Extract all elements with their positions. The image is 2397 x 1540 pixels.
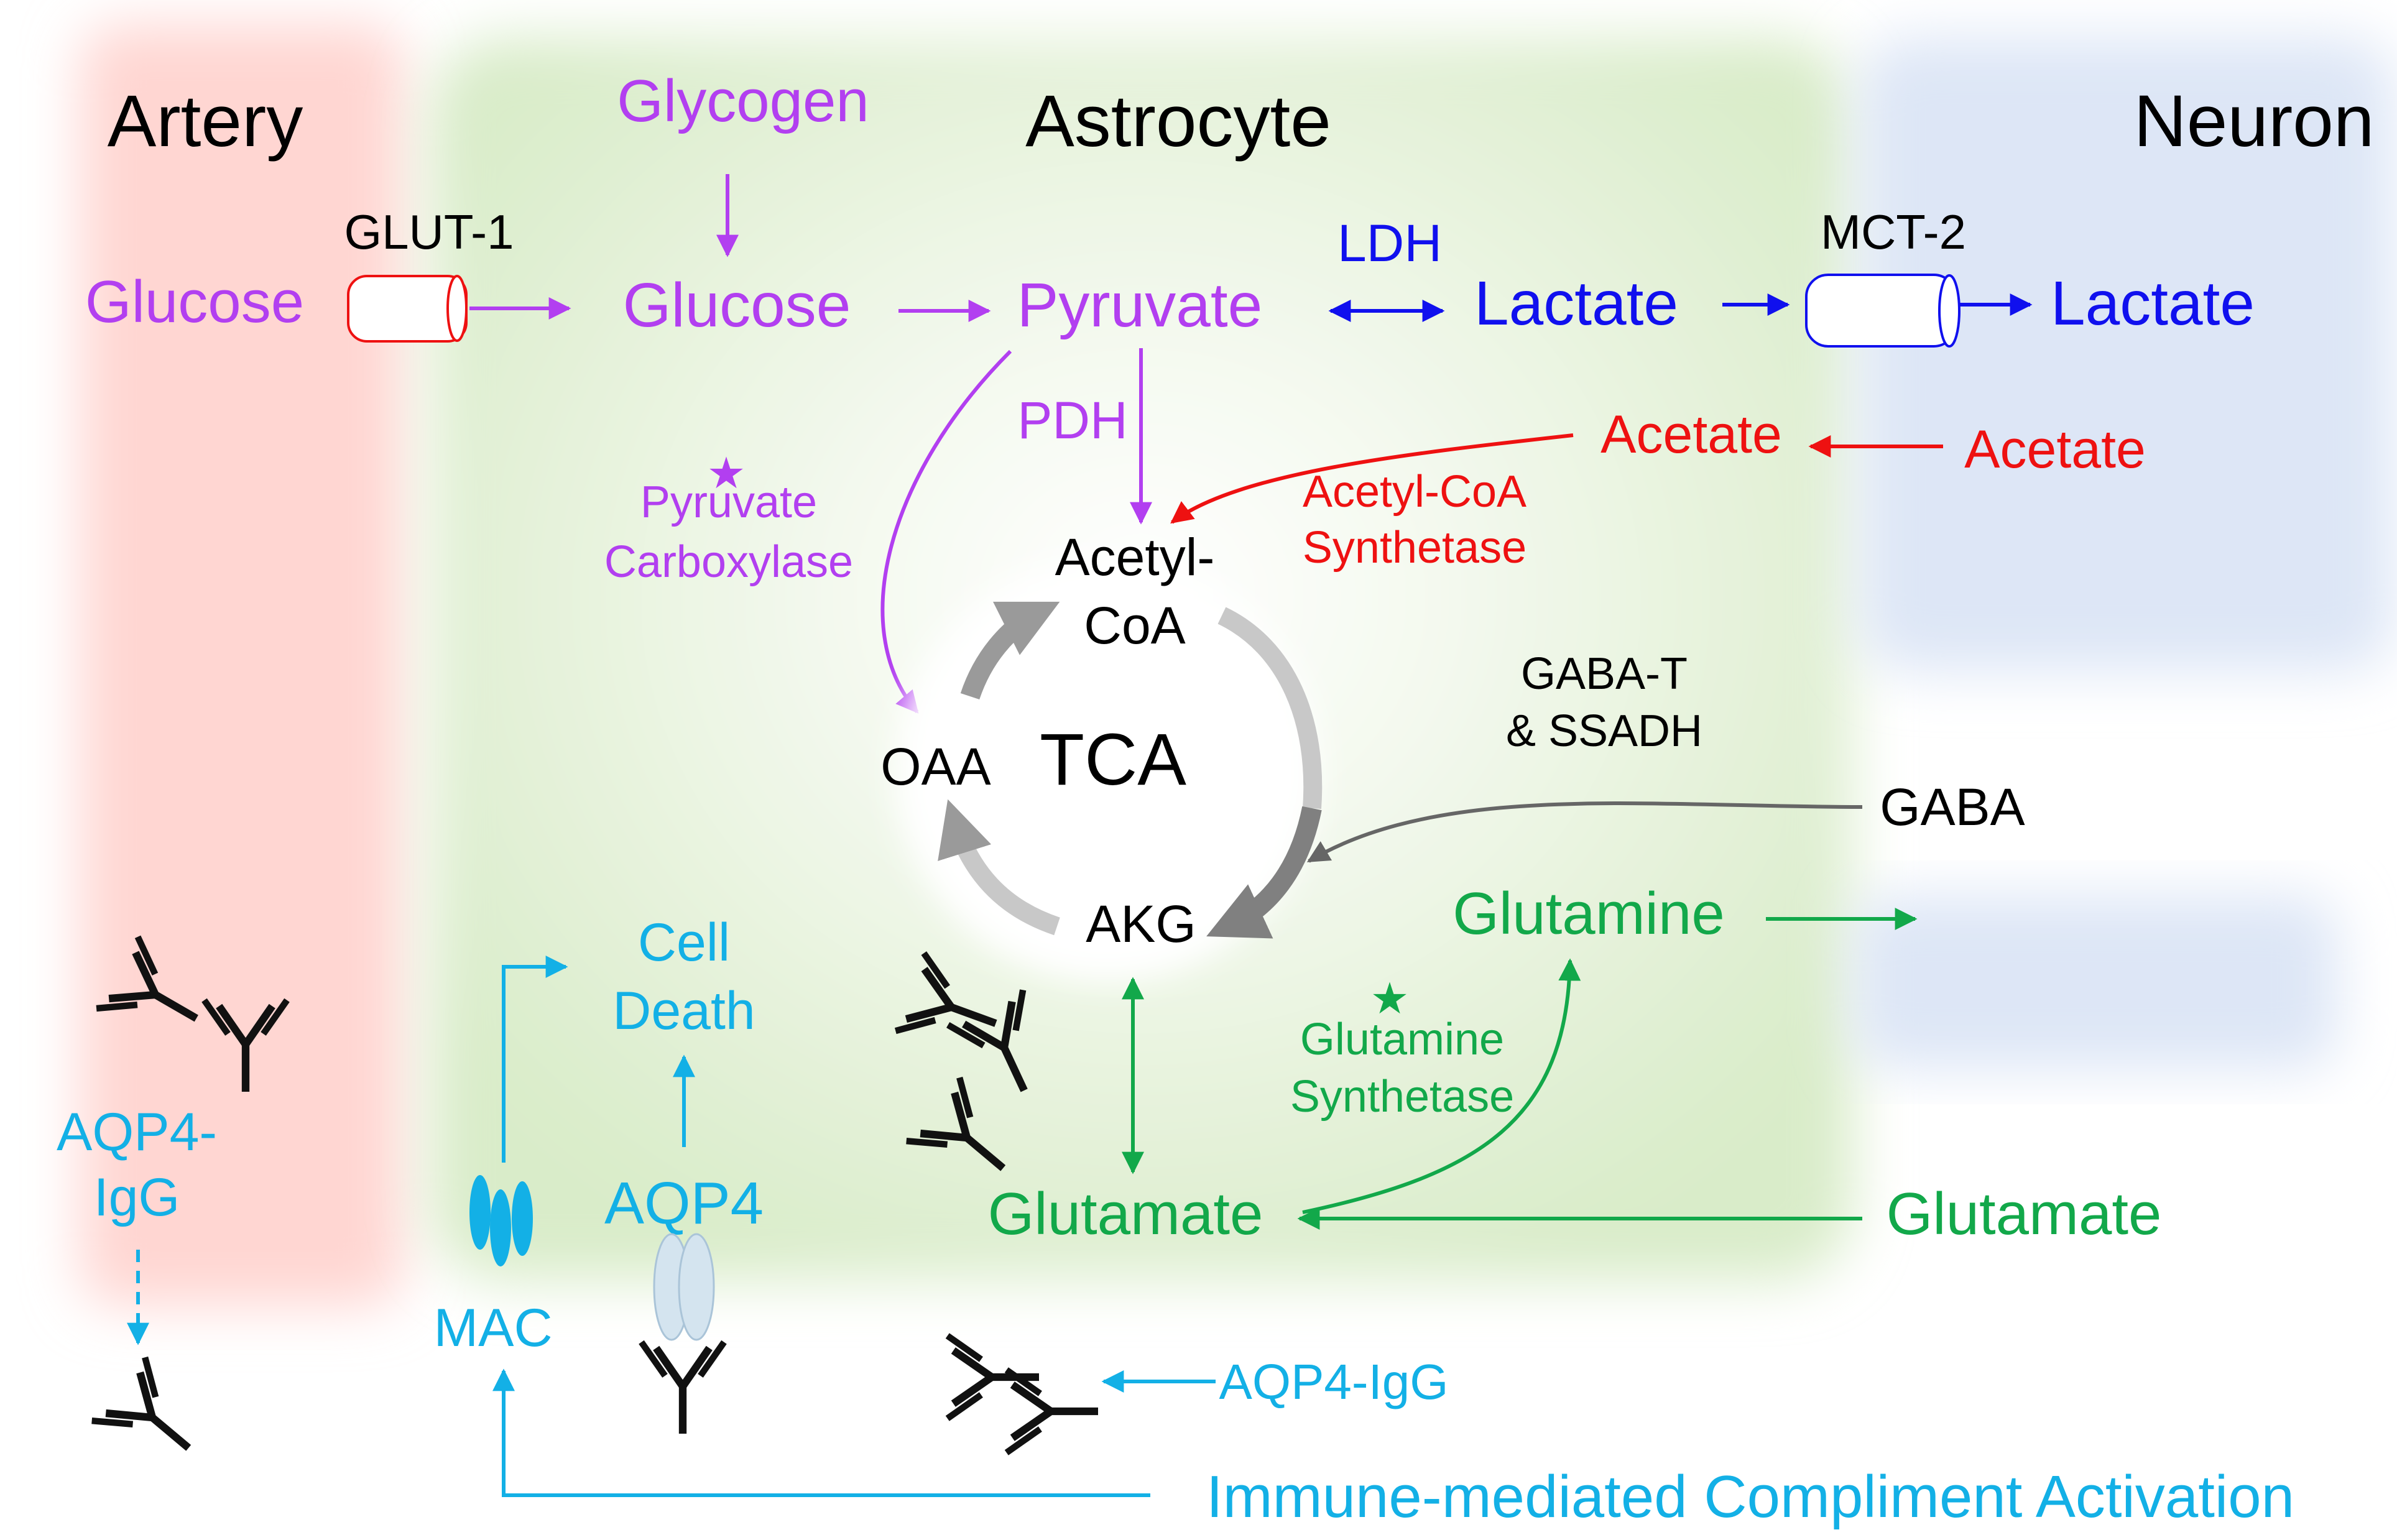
tca-arrow-acetylcoa-right xyxy=(1217,607,1323,809)
glutamine-synthetase-line2: Synthetase xyxy=(1290,1072,1514,1122)
pyruvate-label: Pyruvate xyxy=(1017,270,1263,340)
neuron-title: Neuron xyxy=(2133,80,2374,162)
tca-arrow-oaa-to-acetylcoa xyxy=(960,601,1060,700)
glutamate-neuron-label: Glutamate xyxy=(1887,1181,2162,1247)
aqp4-igg-label: AQP4-IgG xyxy=(1219,1354,1448,1409)
complement-activation-arrow xyxy=(492,1368,1150,1497)
mct2-transporter xyxy=(1805,274,1961,348)
artery-region xyxy=(81,25,404,1306)
mct2-label: MCT-2 xyxy=(1821,205,1966,259)
neuron-region-bottom xyxy=(1853,895,2338,1069)
cell-death-line1: Cell xyxy=(638,913,730,972)
pyruvate-carboxylase-star: ★ xyxy=(707,449,746,497)
acetate-astrocyte-label: Acetate xyxy=(1600,405,1782,464)
artery-title: Artery xyxy=(108,80,303,162)
glutamine-label: Glutamine xyxy=(1453,880,1725,947)
glycogen-label: Glycogen xyxy=(617,68,869,134)
tca-arrow-akg-to-oaa xyxy=(938,799,1060,936)
complement-activation-label: Immune-mediated Compliment Activation xyxy=(1206,1464,2294,1530)
aqp4-igg-artery-line1: AQP4- xyxy=(57,1102,217,1162)
glut1-label: GLUT-1 xyxy=(344,205,514,259)
glutamate-astrocyte-label: Glutamate xyxy=(988,1181,1263,1247)
tca-center-bg xyxy=(895,560,1318,982)
pyruvate-carboxylase-arrow xyxy=(880,349,1012,714)
acetyl-coa-synthetase-arrow xyxy=(1170,433,1574,524)
mac-label: MAC xyxy=(433,1298,552,1358)
tca-label: TCA xyxy=(1040,719,1186,801)
acetyl-coa-synthetase-line1: Acetyl-CoA xyxy=(1303,467,1526,517)
pyruvate-carboxylase-line2: Carboxylase xyxy=(604,537,853,587)
gaba-t-line1: GABA-T xyxy=(1521,649,1688,699)
mac-to-cell-death-arrow xyxy=(502,956,568,1163)
aqp4-igg-artery-line2: IgG xyxy=(94,1168,180,1227)
acetyl-coa-synthetase-line2: Synthetase xyxy=(1303,523,1526,573)
pyruvate-carboxylase-line1: Pyruvate xyxy=(640,477,817,527)
acetate-neuron-label: Acetate xyxy=(1964,420,2146,479)
ldh-label: LDH xyxy=(1337,214,1442,272)
glutamine-synthetase-arrow xyxy=(1302,958,1581,1214)
gaba-label: GABA xyxy=(1880,778,2025,836)
lactate-astrocyte-label: Lactate xyxy=(1474,269,1678,338)
gaba-arrow xyxy=(1306,801,1863,863)
glut1-transporter xyxy=(347,275,468,343)
cell-death-line2: Death xyxy=(612,981,755,1041)
oaa-label: OAA xyxy=(880,737,991,796)
gaba-t-line2: & SSADH xyxy=(1506,706,1702,756)
neuron-region-top xyxy=(1859,37,2394,671)
lactate-neuron-label: Lactate xyxy=(2051,269,2255,338)
glucose-astrocyte-label: Glucose xyxy=(623,270,851,340)
aqp4-channel-icon xyxy=(653,1233,715,1341)
tca-arrow-right-to-akg xyxy=(1206,806,1322,939)
akg-label: AKG xyxy=(1086,895,1196,953)
acetyl-coa-line2: CoA xyxy=(1084,596,1185,655)
acetyl-coa-line1: Acetyl- xyxy=(1055,528,1215,586)
astrocyte-title: Astrocyte xyxy=(1025,80,1331,162)
mac-pore-icon xyxy=(469,1175,533,1266)
aqp4-label: AQP4 xyxy=(604,1170,764,1237)
glutamine-synthetase-line1: Glutamine xyxy=(1300,1015,1504,1064)
glucose-artery-label: Glucose xyxy=(85,269,304,335)
glutamine-synthetase-star: ★ xyxy=(1370,974,1410,1023)
pdh-label: PDH xyxy=(1017,391,1127,450)
